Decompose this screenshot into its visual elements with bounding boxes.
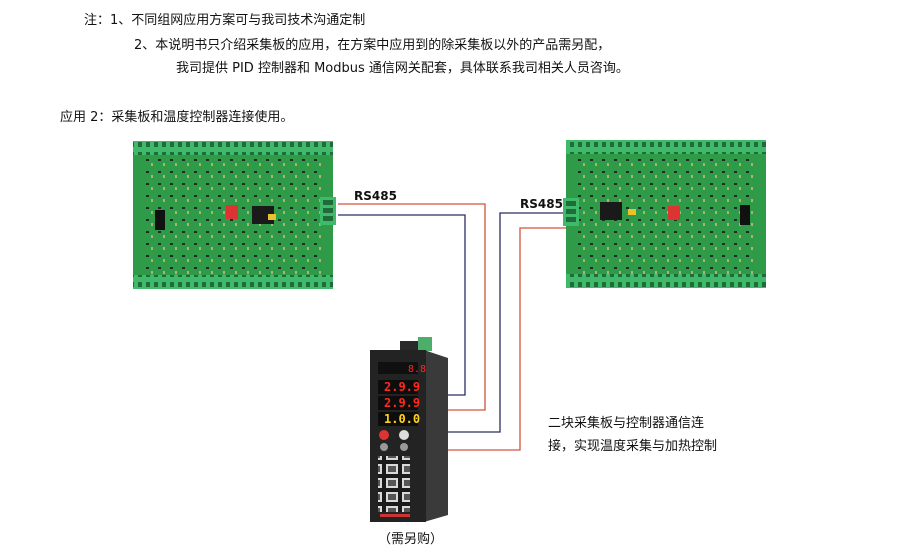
collection-board-left xyxy=(133,141,336,289)
controller-display-sv: 2.9.9 xyxy=(384,396,420,410)
diagram-title: 应用 2：采集板和温度控制器连接使用。 xyxy=(60,110,294,125)
temperature-controller xyxy=(370,337,448,522)
wire-red-left xyxy=(338,203,486,411)
note-line-1: 注：1、不同组网应用方案可与我司技术沟通定制 xyxy=(84,13,366,28)
wire-navy-left xyxy=(338,214,466,396)
controller-display-pv: 2.9.9 xyxy=(384,380,420,394)
controller-caption: （需另购） xyxy=(378,532,444,547)
controller-display-top: 8.8 xyxy=(408,364,426,375)
wire-red-right xyxy=(448,227,566,451)
rs485-label-right: RS485 xyxy=(520,197,563,211)
collection-board-right xyxy=(563,140,766,288)
rs485-label-left: RS485 xyxy=(354,189,397,203)
note-line-2: 2、本说明书只介绍采集板的应用，在方案中应用到的除采集板以外的产品需另配， xyxy=(134,38,611,53)
description-text: 二块采集板与控制器通信连接，实现温度采集与加热控制 xyxy=(548,416,718,454)
controller-display-out: 1.0.0 xyxy=(384,412,420,426)
wire-navy-right xyxy=(448,212,566,433)
note-line-3: 我司提供 PID 控制器和 Modbus 通信网关配套，具体联系我司相关人员咨询… xyxy=(176,61,629,76)
